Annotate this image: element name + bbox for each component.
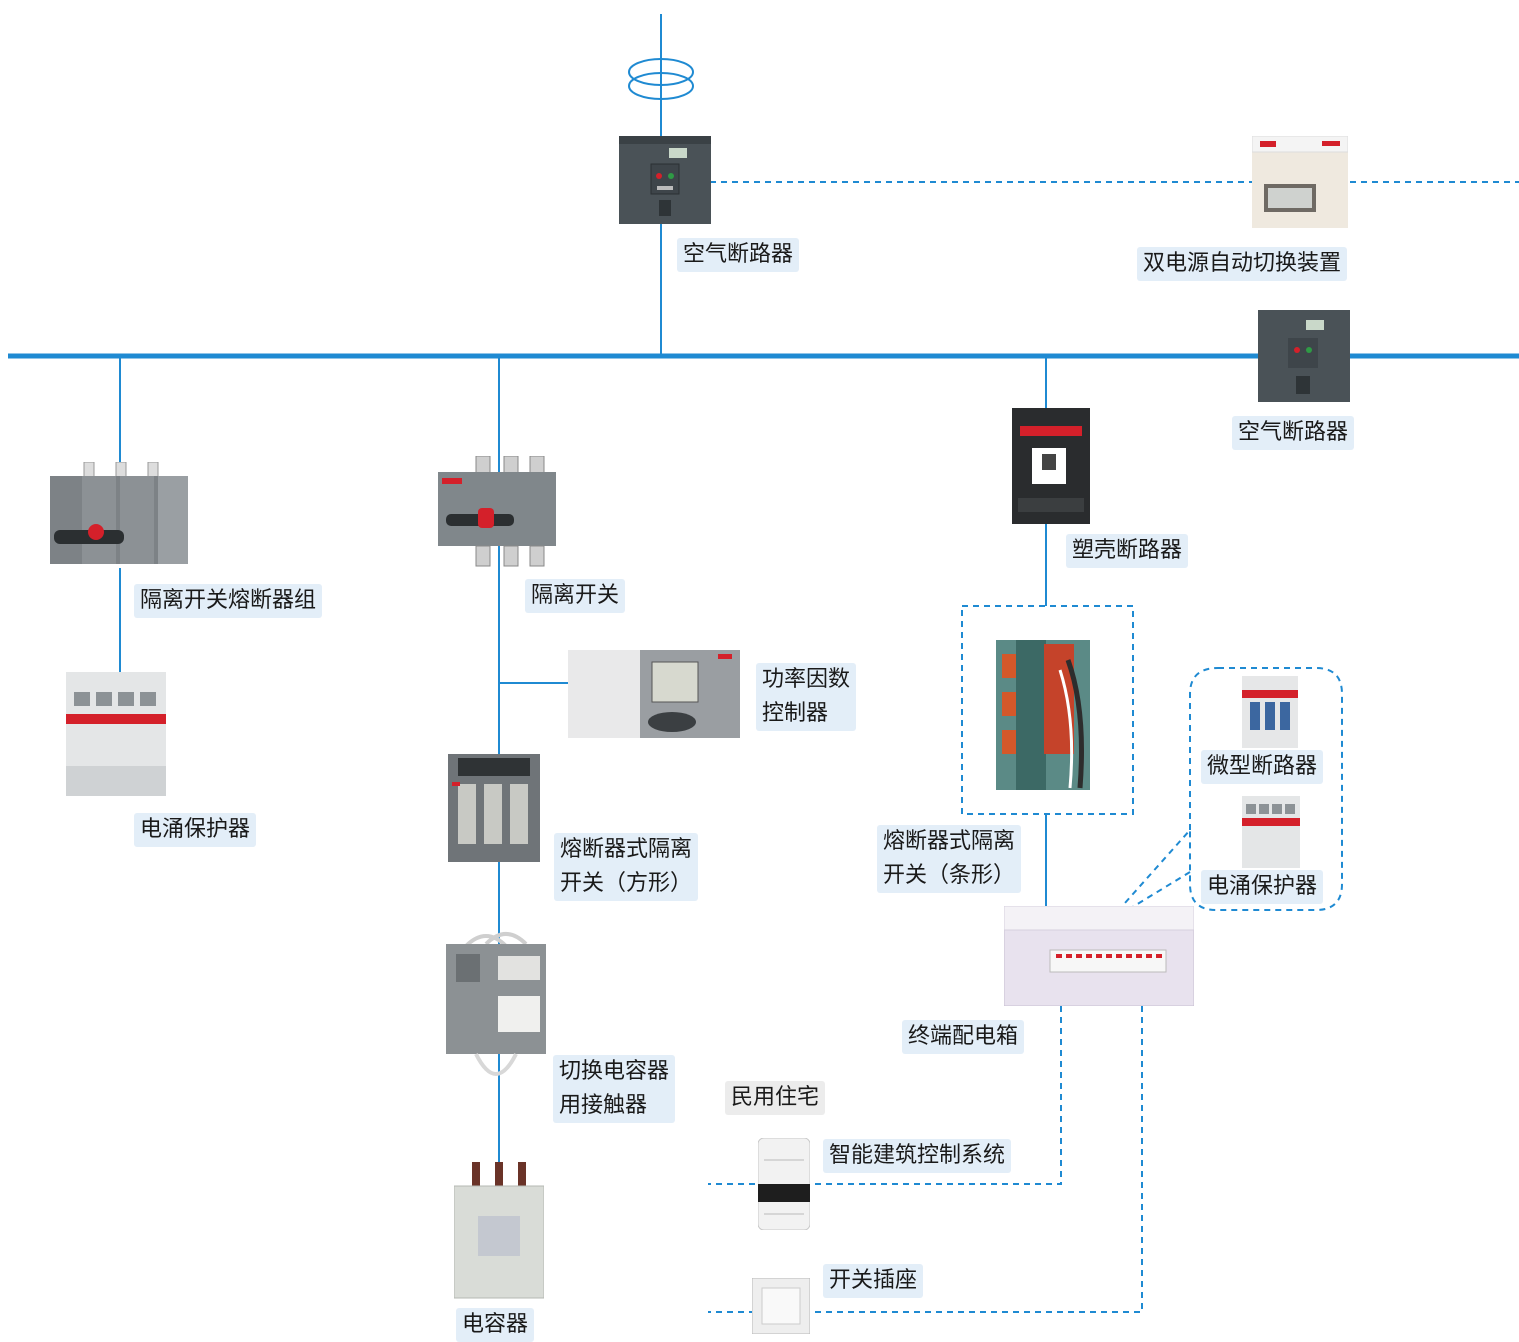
power-factor-controller-image	[568, 650, 740, 738]
label-final-board: 终端配电箱	[902, 1020, 1025, 1054]
label-switch-fuse-group: 隔离开关熔断器组	[134, 584, 323, 618]
label-pf-controller-line1: 功率因数	[762, 667, 851, 692]
ats-device-image	[1252, 136, 1348, 228]
label-cap-contactor-line1: 切换电容器	[559, 1059, 670, 1084]
label-capacitor: 电容器	[456, 1308, 535, 1342]
label-surge-left: 电涌保护器	[134, 813, 257, 847]
label-pf-controller-line2: 控制器	[762, 701, 829, 726]
final-distribution-board-image	[1004, 906, 1194, 1006]
capacitor-contactor-image	[446, 926, 546, 1096]
label-acb-right: 空气断路器	[1232, 416, 1355, 450]
surge-protector-left-image	[66, 672, 166, 796]
label-surge-right: 电涌保护器	[1201, 870, 1324, 904]
label-fuse-switch-box: 熔断器式隔离 开关（方形）	[554, 833, 699, 901]
capacitor-image	[454, 1162, 544, 1302]
surge-protector-right-image	[1242, 796, 1300, 868]
fuse-switch-box-image	[448, 754, 540, 862]
fuse-switch-strip-image	[996, 640, 1090, 790]
label-mcb: 微型断路器	[1201, 750, 1324, 784]
mcb-image	[1242, 676, 1298, 748]
mccb-image	[1012, 408, 1090, 524]
label-fuse-switch-strip: 熔断器式隔离 开关（条形）	[877, 825, 1022, 893]
disconnector-image	[438, 456, 556, 568]
label-pf-controller: 功率因数 控制器	[756, 663, 857, 731]
fuse-switch-strip-frame	[961, 605, 1134, 815]
label-switch-socket: 开关插座	[823, 1264, 924, 1298]
label-residential: 民用住宅	[725, 1081, 826, 1115]
label-smart-building: 智能建筑控制系统	[823, 1139, 1012, 1173]
smart-building-controller-image	[758, 1138, 810, 1230]
label-acb-top: 空气断路器	[677, 238, 800, 272]
air-circuit-breaker-top-image	[619, 136, 711, 224]
label-ats: 双电源自动切换装置	[1137, 247, 1348, 281]
label-cap-contactor: 切换电容器 用接触器	[553, 1055, 676, 1123]
label-fuse-switch-box-line2: 开关（方形）	[560, 871, 693, 896]
label-fuse-switch-box-line1: 熔断器式隔离	[560, 837, 693, 862]
label-fuse-switch-strip-line1: 熔断器式隔离	[883, 829, 1016, 854]
label-fuse-switch-strip-line2: 开关（条形）	[883, 863, 1016, 888]
switch-socket-image	[752, 1278, 810, 1334]
air-circuit-breaker-right-image	[1258, 310, 1350, 402]
label-cap-contactor-line2: 用接触器	[559, 1093, 648, 1118]
label-disconnector: 隔离开关	[525, 579, 626, 613]
label-mccb: 塑壳断路器	[1066, 534, 1189, 568]
switch-fuse-group-image	[50, 462, 188, 568]
